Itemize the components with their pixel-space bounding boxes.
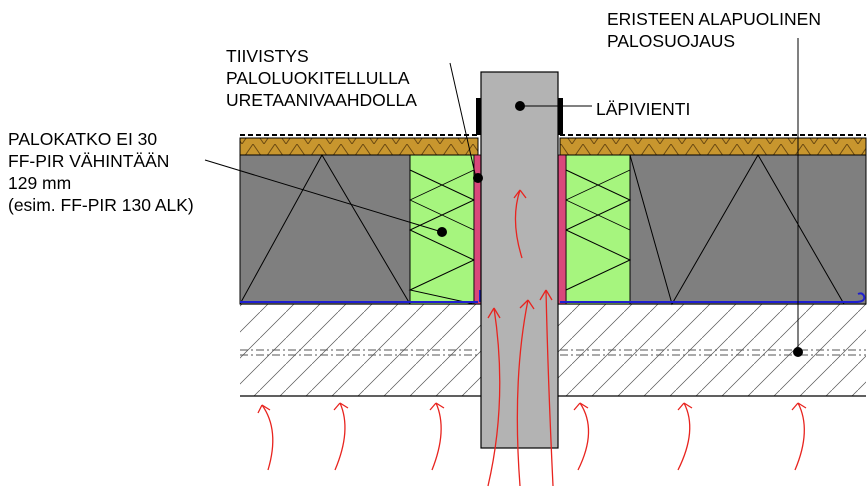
label-eristeen-alapuolinen: ERISTEEN ALAPUOLINEN PALOSUOJAUS [607,8,821,52]
palokatko-line-4: (esim. FF-PIR 130 ALK) [8,195,194,215]
palokatko-line-1: PALOKATKO EI 30 [8,129,158,149]
eristeen-line-1: ERISTEEN ALAPUOLINEN [607,9,821,29]
label-lapivienti: LÄPIVIENTI [596,98,690,120]
leader-dot-tiivistys [473,173,483,183]
insulation-left [239,153,411,305]
label-palokatko: PALOKATKO EI 30 FF-PIR VÄHINTÄÄN 129 mm … [8,128,194,216]
eristeen-line-2: PALOSUOJAUS [607,31,736,51]
firestop-right [564,154,632,305]
tiivistys-line-3: URETAANIVAAHDOLLA [226,90,417,110]
palokatko-line-3: 129 mm [8,173,72,193]
insulation-right [629,153,867,306]
leader-dot-eristeen [793,347,803,357]
vapour-barrier [240,290,866,303]
tiivistys-line-1: TIIVISTYS [226,46,309,66]
sealant-right [557,154,567,305]
leader-lines [204,38,799,352]
leader-dot-palokatko [437,227,447,237]
pipe-penetration [476,71,563,449]
palokatko-line-2: FF-PIR VÄHINTÄÄN [8,151,170,171]
heat-arrows [257,189,807,487]
tiivistys-line-2: PALOLUOKITELLULLA [226,68,410,88]
lapivienti-text: LÄPIVIENTI [596,99,691,119]
leader-dot-lapivienti [515,101,525,111]
label-tiivistys: TIIVISTYS PALOLUOKITELLULLA URETAANIVAAH… [226,45,417,111]
